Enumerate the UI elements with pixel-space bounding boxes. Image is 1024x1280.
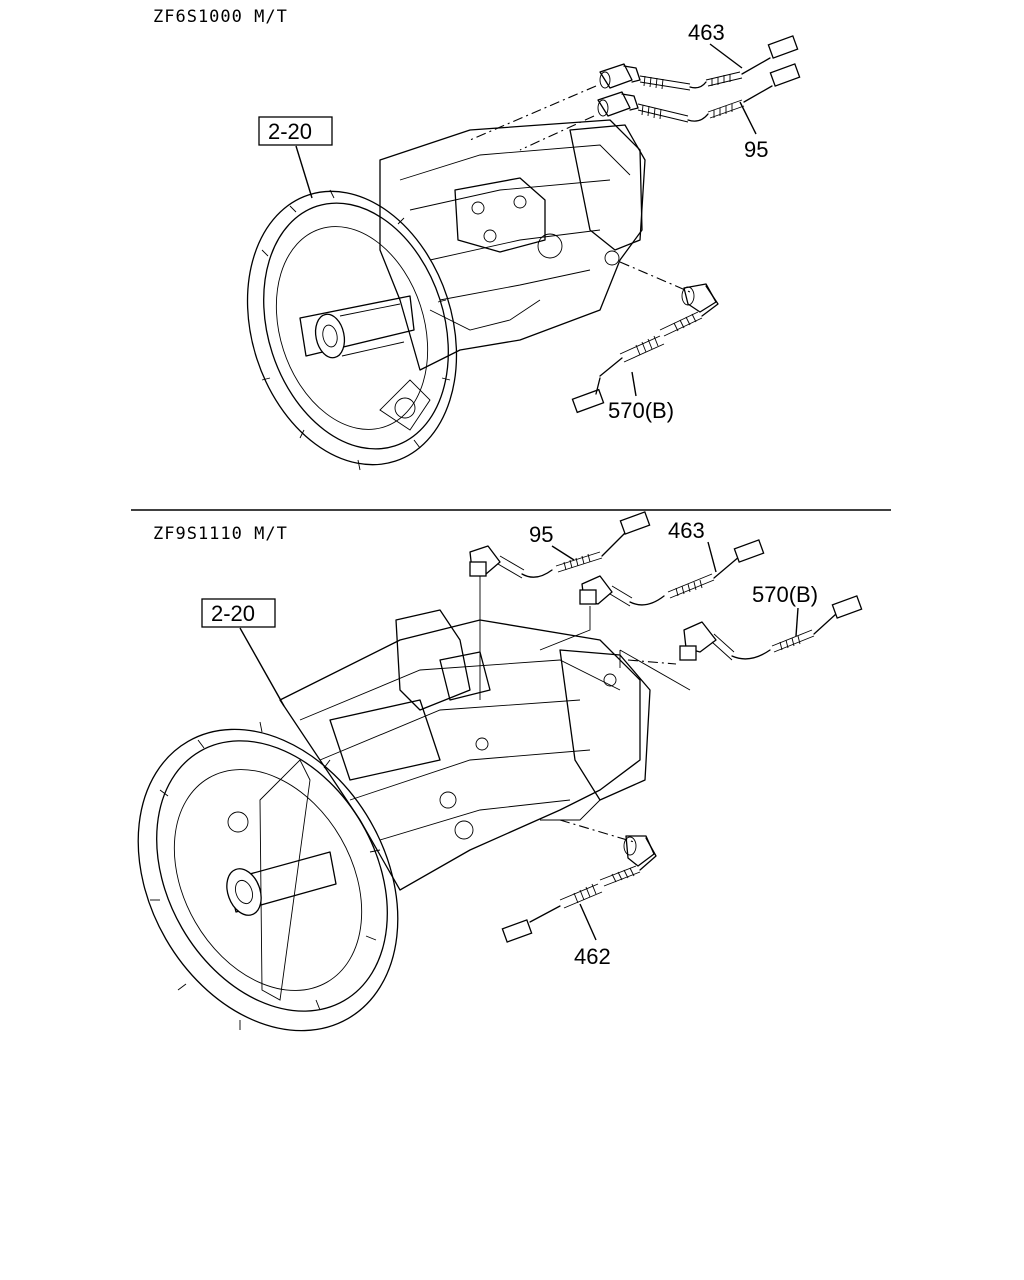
sensor-462-drawing [501,819,657,943]
part-label-95-top[interactable]: 95 [744,137,768,162]
transmission-zf9s1110-drawing [137,609,651,1032]
part-label-463-top[interactable]: 463 [688,20,725,45]
sensor-570b-top-drawing [571,261,719,414]
sensor-463-drawing [599,35,799,91]
sensor-570b-bottom-drawing [679,595,863,661]
transmission-zf6s1000-drawing [246,119,646,471]
reference-box-2-label: 2-20 [211,601,255,626]
section-1: ZF6S1000 M/T [153,7,801,471]
part-label-570b-bottom[interactable]: 570(B) [752,582,818,607]
reference-box-1-label: 2-20 [268,119,312,144]
sensor-463-bottom-drawing [579,539,765,607]
reference-box-2[interactable]: 2-20 [201,598,276,628]
section-2-title: ZF9S1110 M/T [153,524,288,544]
sensor-95-drawing [597,63,801,123]
section-2: ZF9S1110 M/T [137,511,863,1032]
part-label-570b-top[interactable]: 570(B) [608,398,674,423]
reference-box-1[interactable]: 2-20 [258,116,333,146]
section-1-title: ZF6S1000 M/T [153,7,288,27]
sensor-95-bottom-drawing [469,511,651,579]
part-label-95-bottom[interactable]: 95 [529,522,553,547]
part-label-462[interactable]: 462 [574,944,611,969]
part-label-463-bottom[interactable]: 463 [668,518,705,543]
